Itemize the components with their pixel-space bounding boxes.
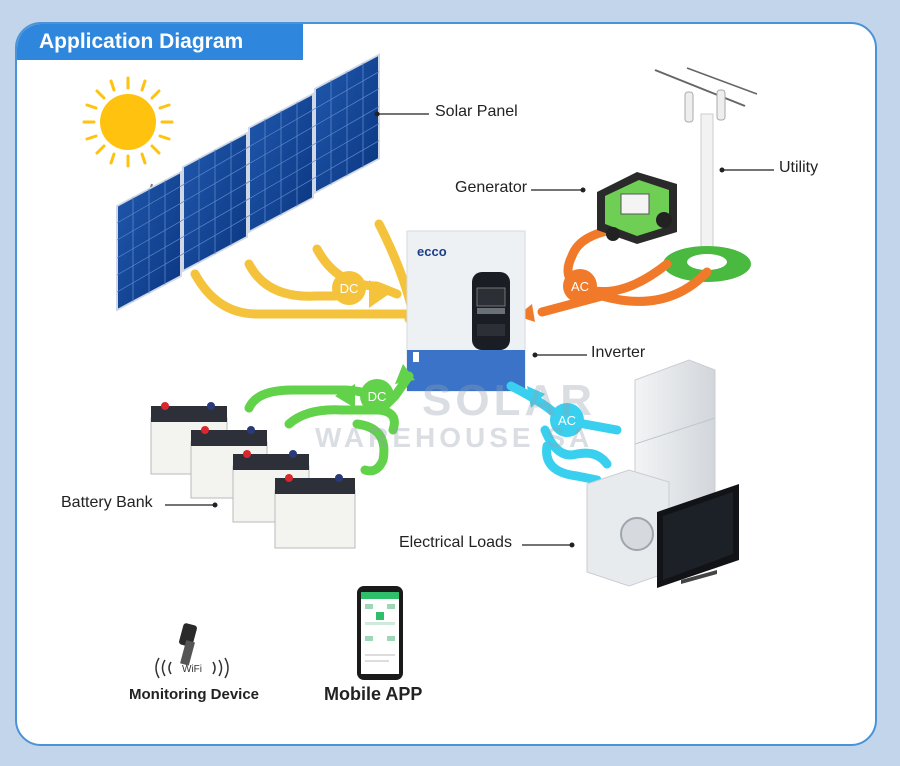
generator-icon [597, 172, 677, 244]
generator-ac-line [517, 225, 712, 322]
solar-panel-array [116, 53, 380, 312]
wifi-label: WiFi [182, 664, 202, 675]
solar-panel-label: Solar Panel [435, 103, 518, 120]
diagram-card: Application Diagram [15, 22, 877, 746]
mobile-phone-icon [357, 586, 403, 680]
mobile-app-label: Mobile APP [324, 684, 423, 704]
generator-label: Generator [455, 179, 528, 196]
inverter-brand-logo: ecco [417, 244, 447, 259]
application-diagram: DC [82, 53, 774, 680]
tv-icon [657, 484, 739, 588]
loads-ac-label: AC [558, 413, 576, 428]
watermark-warehouse: WAREHOUSE SA [315, 422, 594, 453]
battery-dc-label: DC [368, 389, 387, 404]
generator-ac-label: AC [571, 279, 589, 294]
monitoring-device-icon [155, 623, 229, 679]
utility-label: Utility [779, 159, 819, 176]
inverter-label: Inverter [591, 344, 646, 361]
loads-ac-line [506, 381, 622, 485]
electrical-loads-label: Electrical Loads [399, 534, 512, 551]
solar-dc-label: DC [340, 281, 359, 296]
battery-dc-line [244, 364, 415, 476]
sun-icon [82, 76, 174, 168]
battery-bank [150, 402, 356, 549]
washing-machine-icon [586, 469, 670, 587]
inverter-device [406, 230, 526, 392]
monitoring-device-label: Monitoring Device [129, 686, 260, 703]
diagram-title: Application Diagram [17, 24, 303, 60]
watermark-solar: SOLAR [422, 376, 596, 425]
utility-pole [654, 67, 758, 282]
solar-dc-line [190, 219, 417, 324]
battery-bank-label: Battery Bank [61, 494, 153, 511]
